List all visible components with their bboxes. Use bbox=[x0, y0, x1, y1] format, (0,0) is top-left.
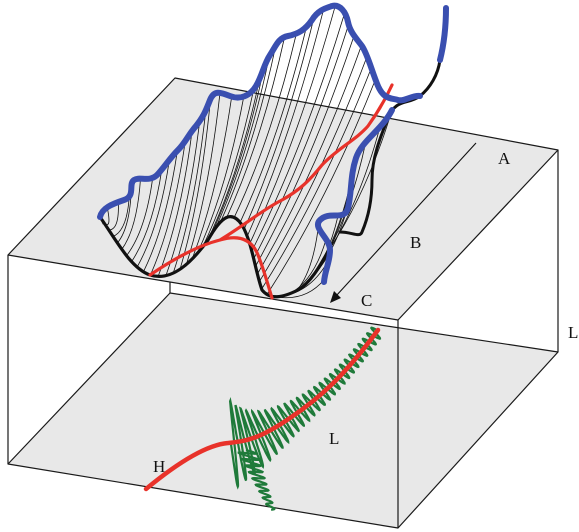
box-vertical-edges bbox=[7, 150, 559, 528]
mesh-line bbox=[210, 67, 265, 235]
mesh-line bbox=[121, 178, 141, 250]
mesh-line bbox=[239, 26, 307, 223]
surface-ridge-path bbox=[148, 83, 394, 300]
surface-boundary-curve bbox=[97, 2, 449, 220]
bottom-ridge-path bbox=[143, 327, 381, 492]
mesh-line bbox=[253, 24, 349, 259]
mesh-line bbox=[196, 96, 245, 254]
mesh-line bbox=[150, 140, 186, 276]
oscillation-tail bbox=[237, 448, 276, 511]
mesh-line bbox=[259, 56, 368, 282]
mesh-line bbox=[233, 33, 297, 218]
mesh-line bbox=[249, 5, 336, 244]
mesh-line bbox=[126, 177, 154, 256]
mesh-line bbox=[251, 12, 346, 252]
mesh-line bbox=[246, 9, 324, 237]
label-b: B bbox=[410, 233, 421, 252]
mesh-line bbox=[185, 92, 221, 265]
mesh-line bbox=[131, 169, 163, 262]
label-a: A bbox=[498, 149, 511, 168]
mesh-line bbox=[179, 98, 211, 270]
mesh-line bbox=[329, 109, 393, 249]
mesh-line bbox=[257, 45, 362, 275]
label-l-plot: L bbox=[329, 429, 339, 448]
mesh-line bbox=[243, 16, 315, 230]
mesh-line bbox=[226, 36, 285, 218]
mesh-line bbox=[143, 150, 178, 272]
label-l-edge: L bbox=[568, 323, 578, 342]
mesh-line bbox=[220, 45, 277, 223]
label-c: C bbox=[361, 291, 372, 310]
label-h: H bbox=[153, 457, 165, 476]
mesh-line bbox=[112, 196, 130, 237]
surface-boundary-lower-right bbox=[315, 107, 395, 285]
mesh-line bbox=[206, 78, 261, 242]
mesh-line bbox=[261, 67, 372, 290]
mesh-line bbox=[136, 159, 170, 268]
mesh-line bbox=[255, 35, 355, 267]
mesh-line bbox=[157, 130, 193, 277]
mesh-line bbox=[215, 55, 270, 229]
mesh-line bbox=[266, 79, 376, 295]
mesh-line bbox=[201, 89, 255, 248]
mesh-line bbox=[191, 96, 233, 260]
direction-arrow bbox=[330, 142, 477, 303]
